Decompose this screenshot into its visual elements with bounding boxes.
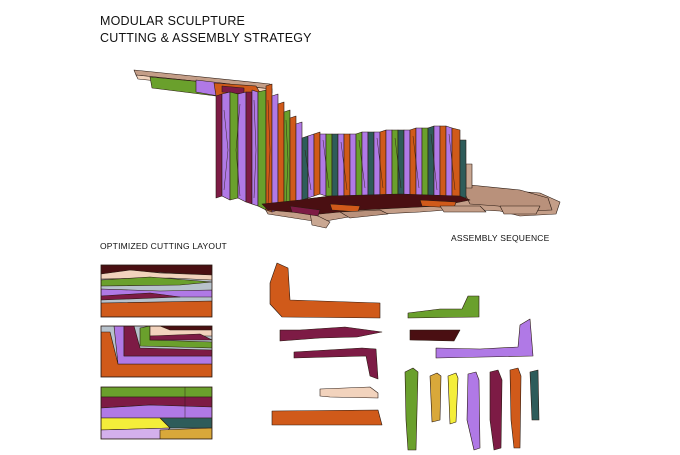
assembly-sequence-label: ASSEMBLY SEQUENCE	[451, 233, 550, 243]
cutting-sheet-3	[100, 386, 213, 440]
sculpture-render	[133, 69, 561, 229]
cutting-sheet-1	[100, 264, 213, 318]
assembly-pieces	[269, 262, 540, 451]
page-title: MODULAR SCULPTURE CUTTING & ASSEMBLY STR…	[100, 13, 312, 47]
cutting-sheet-2	[100, 325, 213, 378]
title-line-1: MODULAR SCULPTURE	[100, 14, 246, 28]
title-line-2: CUTTING & ASSEMBLY STRATEGY	[100, 31, 312, 45]
cutting-layout-label: OPTIMIZED CUTTING LAYOUT	[100, 241, 227, 251]
